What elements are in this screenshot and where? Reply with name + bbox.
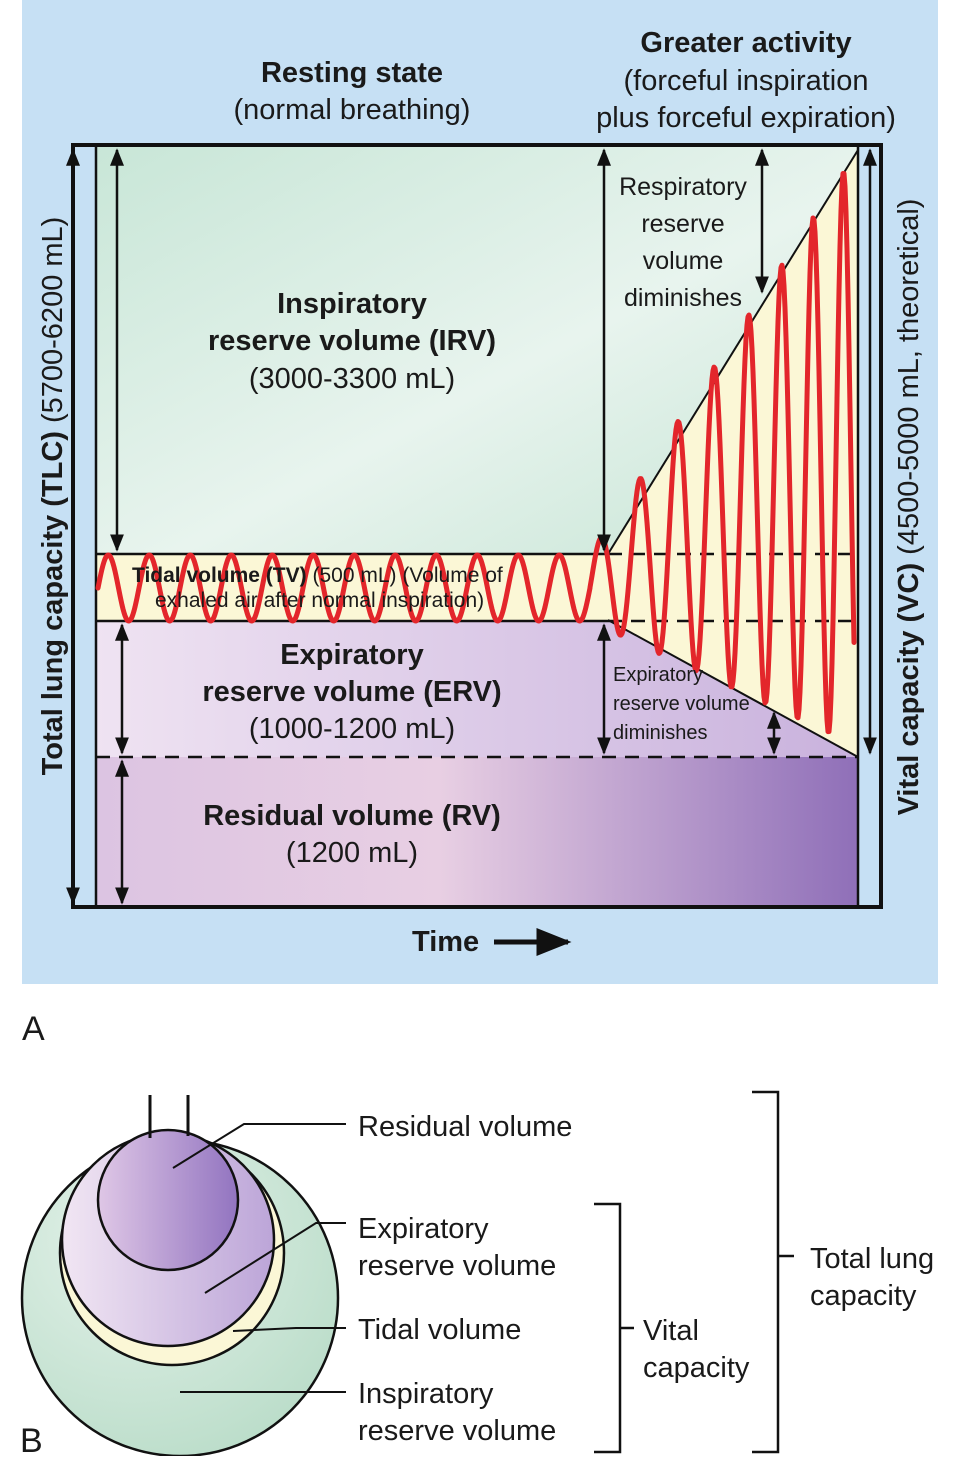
leader-residual xyxy=(172,1123,346,1169)
tlc-label-bold: Total lung capacity (TLC) xyxy=(37,431,69,775)
tidal-label-line1: Tidal volume (TV) (500 mL) (Volume of xyxy=(132,564,503,587)
tidal-label-line2: exhaled air after normal inspiration) xyxy=(155,589,484,612)
respiratory-note-4: diminishes xyxy=(624,284,742,312)
increasing-tidal-wedge xyxy=(608,150,858,757)
greater-title: Greater activity xyxy=(640,27,851,59)
vital-capacity-1: Vital xyxy=(643,1315,699,1347)
total-capacity-1: Total lung xyxy=(810,1243,934,1275)
irv-label-line1: Inspiratory xyxy=(277,288,427,320)
resting-subtitle: (normal breathing) xyxy=(234,94,471,126)
tlc-label-rest: (5700-6200 mL) xyxy=(37,217,69,431)
respiratory-note-1: Respiratory xyxy=(619,173,747,201)
rv-circle xyxy=(96,1128,240,1272)
total-capacity-bracket xyxy=(752,1090,780,1454)
rv-label: Residual volume (RV) xyxy=(203,800,501,832)
erv-label-line2: reserve volume (ERV) xyxy=(202,676,501,708)
label-expiratory-2: reserve volume xyxy=(358,1250,556,1282)
leader-expiratory xyxy=(204,1222,346,1294)
vc-label-rest: (4500-5000 mL, theoretical) xyxy=(893,199,925,563)
irv-range: (3000-3300 mL) xyxy=(249,363,455,395)
breathing-wave xyxy=(95,171,857,735)
vital-capacity-2: capacity xyxy=(643,1352,750,1384)
label-expiratory-1: Expiratory xyxy=(358,1213,489,1245)
rv-range: (1200 mL) xyxy=(286,837,418,869)
respiratory-note-3: volume xyxy=(643,247,724,275)
rv-region xyxy=(96,757,858,907)
label-residual: Residual volume xyxy=(358,1111,572,1143)
panel-a-letter: A xyxy=(22,1010,45,1048)
vital-capacity-bracket xyxy=(594,1202,622,1454)
leader-tidal xyxy=(232,1327,346,1332)
expiratory-note-3: diminishes xyxy=(613,722,707,744)
vc-label-bold: Vital capacity (VC) xyxy=(893,563,925,816)
irv-label-line2: reserve volume (IRV) xyxy=(208,325,496,357)
upper-diagonal xyxy=(607,149,859,555)
time-label: Time xyxy=(412,926,479,958)
tidal-label-rest: (500 mL) (Volume of xyxy=(307,564,503,587)
vc-label: Vital capacity (VC) (4500-5000 mL, theor… xyxy=(893,199,925,816)
label-tidal: Tidal volume xyxy=(358,1314,521,1346)
tidal-label-bold: Tidal volume (TV) xyxy=(132,564,307,587)
label-inspiratory-2: reserve volume xyxy=(358,1415,556,1447)
label-inspiratory-1: Inspiratory xyxy=(358,1378,494,1410)
tlc-label: Total lung capacity (TLC) (5700-6200 mL) xyxy=(37,217,69,776)
expiratory-note-2: reserve volume xyxy=(613,693,750,715)
erv-label-line1: Expiratory xyxy=(280,639,423,671)
total-capacity-2: capacity xyxy=(810,1280,917,1312)
erv-range: (1000-1200 mL) xyxy=(249,713,455,745)
respiratory-note-2: reserve xyxy=(641,210,724,238)
resting-title: Resting state xyxy=(261,57,443,89)
greater-line1: (forceful inspiration xyxy=(624,65,869,97)
panel-b-letter: B xyxy=(20,1422,43,1456)
greater-line2: plus forceful expiration) xyxy=(596,102,896,134)
expiratory-note-1: Expiratory xyxy=(613,664,703,686)
